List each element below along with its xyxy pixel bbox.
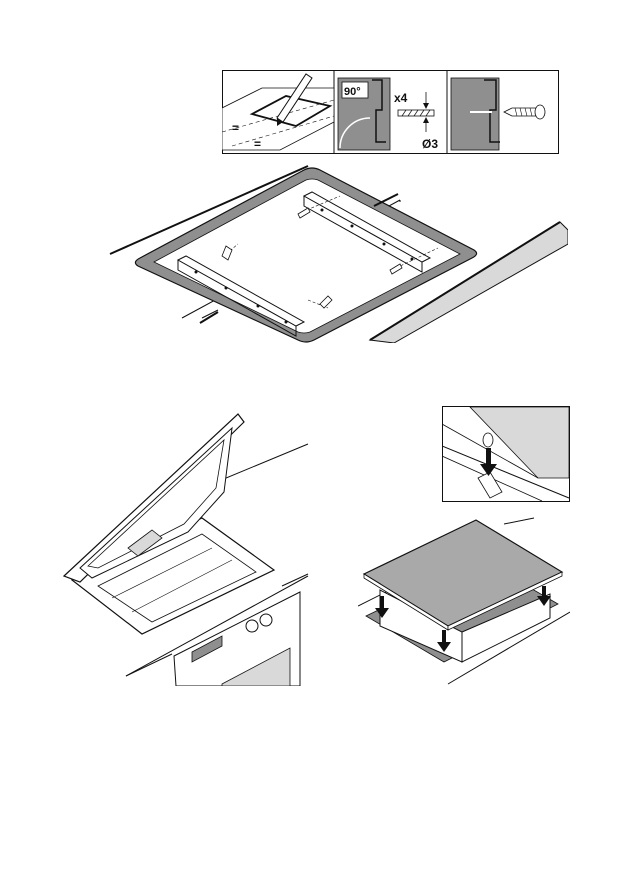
drill-bit-icon	[397, 109, 435, 117]
hob-lowering-illustration	[358, 516, 570, 686]
mounting-clip	[477, 471, 503, 499]
equal-mark-right: =	[254, 137, 261, 151]
down-arrow-icon	[480, 432, 497, 476]
equal-mark-left: =	[232, 121, 239, 135]
down-arrow-icon	[375, 586, 551, 652]
instruction-strip: = = 90° x4 Ø3	[222, 70, 559, 154]
drill-panel	[337, 77, 435, 151]
diameter-label: Ø3	[422, 137, 438, 151]
screw-icon	[221, 195, 439, 309]
front-bracket	[176, 255, 306, 337]
hob-installed-illustration	[52, 408, 310, 686]
marking-cutout-panel	[222, 73, 335, 151]
rear-bracket	[302, 191, 432, 273]
oven	[173, 591, 301, 686]
clip-detail-panel	[442, 406, 570, 502]
screw-panel	[450, 77, 546, 151]
count-label: x4	[394, 91, 408, 105]
screw-icon	[503, 104, 546, 120]
angle-label: 90°	[344, 86, 361, 98]
cutout-brackets-illustration	[108, 158, 568, 343]
hob-lid	[62, 413, 245, 583]
hob-glass-top	[362, 519, 564, 631]
